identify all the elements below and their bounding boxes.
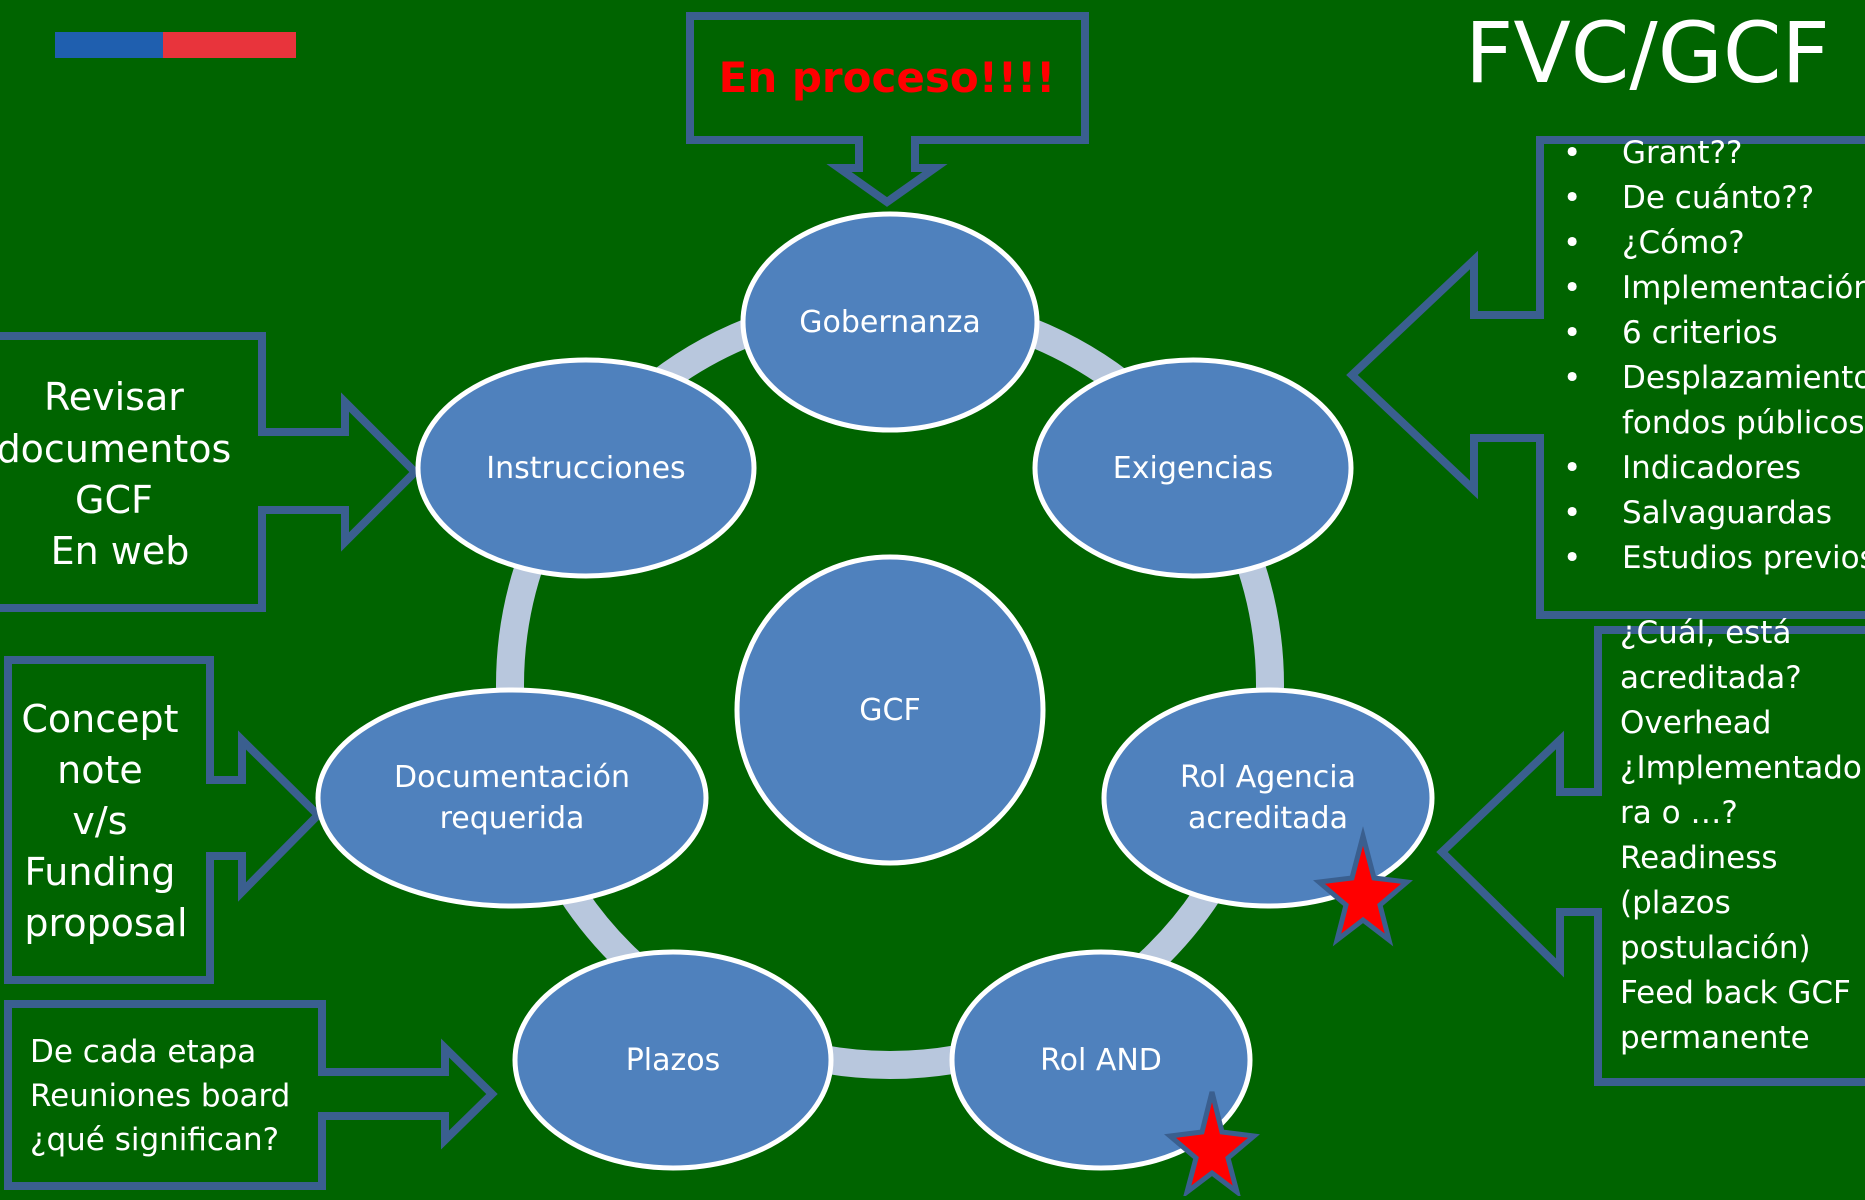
callout-etapa-text: De cada etapa Reuniones board ¿qué signi… — [30, 1034, 300, 1158]
svg-text:¿Cuál, está: ¿Cuál, está — [1620, 615, 1791, 651]
list-item: • Indicadores — [1563, 450, 1801, 486]
svg-text:Gobernanza: Gobernanza — [799, 305, 980, 340]
svg-text:•: • — [1563, 360, 1581, 396]
svg-text:Instrucciones: Instrucciones — [486, 451, 685, 486]
list-item: • ¿Cómo? — [1563, 225, 1745, 261]
svg-text:Implementación: Implementación — [1622, 270, 1865, 306]
svg-text:Rol Agencia: Rol Agencia — [1180, 760, 1356, 795]
node-rol-and: Rol AND — [949, 949, 1253, 1171]
svg-text:¿Cómo?: ¿Cómo? — [1622, 225, 1745, 261]
svg-text:fondos públicos: fondos públicos — [1622, 405, 1865, 441]
svg-text:•: • — [1563, 540, 1581, 576]
svg-text:Documentación: Documentación — [394, 760, 630, 795]
svg-text:postulación): postulación) — [1620, 930, 1811, 966]
list-item: fondos públicos — [1622, 405, 1865, 441]
callout-concept-note: Concept note v/s Funding proposal — [4, 656, 324, 984]
node-rol-agencia-acreditada: Rol Agencia acreditada — [1101, 687, 1435, 909]
node-exigencias: Exigencias — [1032, 357, 1354, 579]
svg-text:Rol AND: Rol AND — [1040, 1043, 1162, 1078]
callout-agencia-notes-text: ¿Cuál, está acreditada? Overhead ¿Implem… — [1620, 615, 1862, 1056]
svg-text:Feed back GCF: Feed back GCF — [1620, 975, 1851, 1011]
svg-text:•: • — [1563, 135, 1581, 171]
svg-text:¿Implementado: ¿Implementado — [1620, 750, 1862, 786]
svg-text:Grant??: Grant?? — [1622, 135, 1742, 171]
svg-text:•: • — [1563, 270, 1581, 306]
svg-text:Exigencias: Exigencias — [1113, 451, 1273, 486]
callout-concept-note-text: Concept note v/s Funding proposal — [21, 697, 190, 945]
svg-text:Readiness: Readiness — [1620, 840, 1778, 876]
callout-revisar-text: Revisar documentos GCF En web — [0, 375, 243, 573]
callout-en-proceso-text: En proceso!!!! — [719, 53, 1056, 102]
node-gcf-center: GCF — [734, 554, 1046, 866]
svg-text:Salvaguardas: Salvaguardas — [1622, 495, 1832, 531]
svg-text:Indicadores: Indicadores — [1622, 450, 1801, 486]
svg-text:•: • — [1563, 495, 1581, 531]
list-item: • Estudios previos — [1563, 540, 1865, 576]
callout-revisar: Revisar documentos GCF En web — [0, 332, 421, 612]
list-item: • Grant?? — [1563, 135, 1742, 171]
svg-text:ra o …?: ra o …? — [1620, 795, 1738, 831]
svg-text:•: • — [1563, 180, 1581, 216]
node-documentacion-requerida: Documentación requerida — [315, 687, 709, 909]
flag-red-bar — [163, 32, 296, 58]
svg-text:Plazos: Plazos — [626, 1043, 721, 1078]
list-item: • Desplazamiento de — [1563, 360, 1865, 396]
callout-etapa: De cada etapa Reuniones board ¿qué signi… — [4, 1000, 498, 1190]
node-gobernanza: Gobernanza — [740, 211, 1040, 433]
svg-text:Overhead: Overhead — [1620, 705, 1771, 741]
list-item: • Salvaguardas — [1563, 495, 1832, 531]
list-item: • 6 criterios — [1563, 315, 1778, 351]
star-icon — [1164, 1091, 1260, 1199]
callout-agencia-notes: ¿Cuál, está acreditada? Overhead ¿Implem… — [1436, 615, 1865, 1086]
svg-text:GCF: GCF — [859, 693, 920, 728]
svg-text:•: • — [1563, 315, 1581, 351]
svg-text:permanente: permanente — [1620, 1020, 1810, 1056]
callout-en-proceso: En proceso!!!! — [686, 12, 1089, 207]
svg-text:6 criterios: 6 criterios — [1622, 315, 1778, 351]
svg-text:Estudios previos: Estudios previos — [1622, 540, 1865, 576]
list-item: • De cuánto?? — [1563, 180, 1814, 216]
svg-text:requerida: requerida — [440, 801, 585, 836]
node-plazos: Plazos — [512, 949, 834, 1171]
star-icon — [1313, 826, 1413, 947]
svg-text:acreditada: acreditada — [1188, 801, 1348, 836]
svg-text:De cuánto??: De cuánto?? — [1622, 180, 1814, 216]
flag-blue-bar — [55, 32, 165, 58]
callout-exigencias-list: • Grant?? • De cuánto?? • ¿Cómo? • Implement… — [1346, 135, 1865, 619]
svg-text:acreditada?: acreditada? — [1620, 660, 1802, 696]
node-instrucciones: Instrucciones — [415, 357, 757, 579]
list-item: • Implementación — [1563, 270, 1865, 306]
svg-text:•: • — [1563, 450, 1581, 486]
slide-title: FVC/GCF — [1465, 4, 1830, 102]
svg-text:Desplazamiento de: Desplazamiento de — [1622, 360, 1865, 396]
svg-text:(plazos: (plazos — [1620, 885, 1731, 921]
svg-text:•: • — [1563, 225, 1581, 261]
